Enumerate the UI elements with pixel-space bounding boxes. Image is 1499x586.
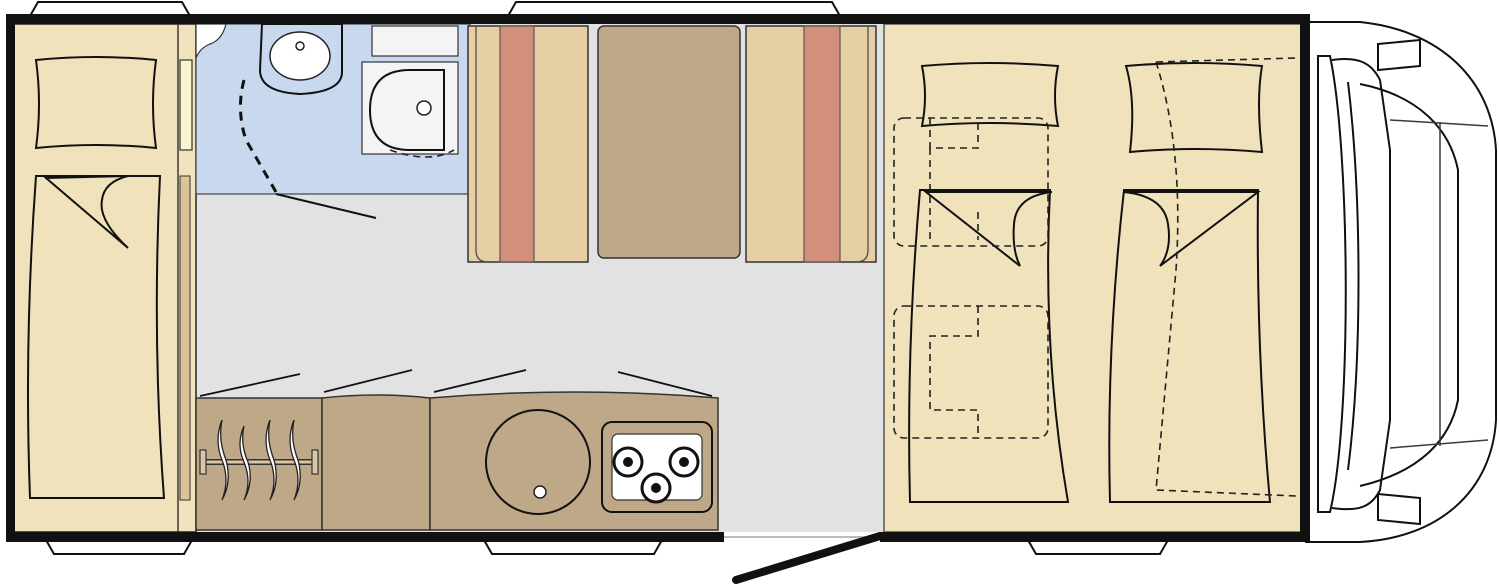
sink-icon [485, 409, 591, 515]
walls [6, 14, 1310, 542]
bed-left-pillow [920, 62, 1060, 128]
windscreen [1317, 55, 1347, 513]
wall-bottom-left [6, 532, 724, 542]
under-bed-storage-bottom-inner [929, 306, 979, 438]
entrance-door [724, 532, 884, 584]
burner-icon-center [623, 457, 633, 467]
washbasin-bowl [269, 31, 331, 81]
cab-dashboard [1331, 58, 1391, 511]
hob-burners [612, 446, 700, 504]
window-bottom-kitchen [482, 539, 664, 555]
burner-icon-center [679, 457, 689, 467]
rear-bed-area [11, 23, 197, 533]
shower-tray-corner [195, 23, 227, 59]
bed-right-pillow [1124, 62, 1264, 154]
washbasin-drain [295, 41, 305, 51]
window-bottom-rear [44, 539, 194, 555]
zone-single-beds [883, 23, 1305, 533]
wall-bottom-right [880, 532, 1310, 542]
under-bed-storage-top [893, 117, 1049, 247]
toilet-seat-swing [389, 149, 455, 158]
toilet-flush [416, 100, 432, 116]
hob [601, 421, 713, 513]
window-top-rear [28, 1, 192, 17]
window-bottom-beds [1026, 539, 1170, 555]
toilet-tank [371, 25, 459, 57]
wardrobe-rail-end-right [311, 449, 319, 475]
cab-mirror-top [1377, 38, 1421, 72]
rear-bed-mattress [27, 175, 166, 499]
wall-front [1300, 14, 1310, 542]
wall-rear [6, 14, 15, 542]
hanger-icon [239, 425, 251, 501]
bathroom-door [275, 193, 377, 219]
zone-kitchen [195, 369, 719, 531]
washbasin [258, 23, 343, 96]
kitchen-door-line-3 [433, 369, 527, 393]
dinette-seat-right-cushion [803, 25, 841, 263]
under-bed-storage-top-inner [929, 118, 979, 240]
cab-body [1305, 21, 1497, 543]
dinette-table [597, 25, 741, 259]
rear-bed-blanket-fold [43, 175, 129, 249]
cab-divider-top [1389, 119, 1489, 127]
cab-divider-bottom [1389, 439, 1489, 449]
zone-rear-bed [11, 23, 197, 533]
kitchen-door-line-2 [323, 369, 413, 393]
bed-right-mattress [1108, 189, 1272, 503]
zone-bathroom [195, 23, 471, 219]
drop-down-bed-outline [1155, 57, 1297, 497]
rear-bed-side-strip [179, 59, 193, 151]
hanger-icon [265, 419, 277, 501]
cab-dashboard-inner [1359, 83, 1459, 487]
shower-door-swing [239, 79, 278, 193]
door-leaf [732, 532, 884, 584]
wall-top [6, 14, 1310, 24]
bed-left-blanket-fold [923, 191, 1053, 267]
kitchen-cabinet [321, 394, 431, 531]
bed-right-blanket-fold [1123, 191, 1261, 267]
hanger-icon [217, 419, 229, 501]
zone-dinette [467, 25, 877, 263]
rear-bed-side-strip-2 [179, 175, 191, 501]
cab-mirror-bottom [1377, 492, 1421, 526]
driver-cab [1305, 21, 1497, 543]
single-beds-area [883, 23, 1305, 533]
bed-left-mattress [908, 189, 1070, 503]
hanger-icons [217, 419, 301, 501]
under-bed-storage-bottom [893, 305, 1049, 439]
burner-icon-center [651, 483, 661, 493]
hanger-icon [289, 419, 301, 501]
dinette-seat-left-back [475, 26, 489, 263]
sink-drain [533, 485, 547, 499]
dinette-seat-left-cushion [499, 25, 535, 263]
wardrobe-rail-end-left [199, 449, 207, 475]
dinette-seat-right-back [855, 26, 869, 263]
window-top-middle [506, 1, 842, 17]
kitchen-door-line-4 [617, 371, 713, 397]
cab-steering-line [1347, 81, 1360, 471]
toilet-bowl [368, 69, 445, 151]
rear-bed-pillow [34, 56, 158, 150]
kitchen-door-line-1 [199, 373, 301, 397]
